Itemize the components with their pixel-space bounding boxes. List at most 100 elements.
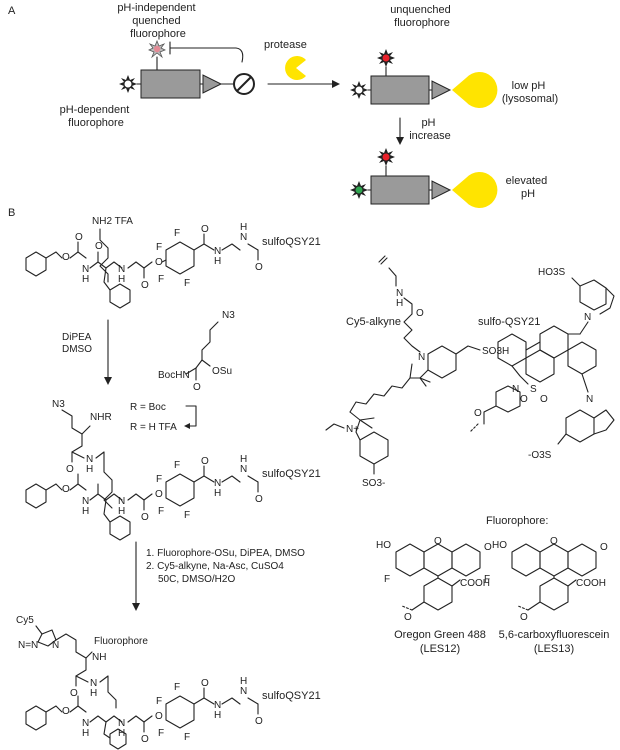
svg-text:N: N <box>240 464 247 475</box>
svg-text:F: F <box>156 242 162 253</box>
svg-text:H: H <box>240 454 247 465</box>
black-starburst-icon <box>119 75 137 93</box>
svg-text:N: N <box>214 478 221 489</box>
reagent-boc-lys-n3-osu: N3 BocHN OSu O <box>158 310 235 393</box>
pacman-icon <box>452 171 498 208</box>
svg-text:O: O <box>416 308 424 319</box>
svg-text:N: N <box>396 288 403 299</box>
svg-text:F: F <box>174 460 180 471</box>
svg-text:H: H <box>82 274 89 285</box>
probe-cleaved-elevated-ph: elevated pH <box>350 148 551 208</box>
n-plus-label: N+ <box>346 424 359 435</box>
svg-text:O: O <box>255 262 263 273</box>
svg-text:BocHN: BocHN <box>158 370 190 381</box>
svg-text:O: O <box>201 224 209 235</box>
svg-text:N: N <box>512 384 519 395</box>
svg-text:O: O <box>193 382 201 393</box>
oregon-green-code: (LES12) <box>420 643 460 655</box>
svg-text:N: N <box>418 352 425 363</box>
probe-triangle <box>202 74 223 94</box>
elevated-ph-label: elevated pH <box>506 175 551 200</box>
svg-text:O: O <box>155 257 163 268</box>
fluorophore-title: Fluorophore: <box>486 515 548 527</box>
svg-text:HO: HO <box>492 540 507 551</box>
svg-text:H: H <box>214 256 221 267</box>
carboxyfluorescein-code: (LES13) <box>534 643 574 655</box>
cy5-alkyne-name: Cy5-alkyne <box>346 316 401 328</box>
azide-label: N3 <box>52 399 65 410</box>
deprotect-arrow <box>185 405 197 427</box>
compound-2: N3 NHR R = Boc R = H TFA O N H O N H N H… <box>25 399 321 541</box>
quencher-label-3: sulfoQSY21 <box>262 690 321 702</box>
panel-b-label: B <box>8 207 15 219</box>
svg-text:H: H <box>82 728 89 739</box>
red-starburst-icon <box>377 49 395 67</box>
probe-intact: pH-independent quenched fluorophore pH-d… <box>60 2 255 129</box>
svg-text:F: F <box>158 506 164 517</box>
svg-text:N: N <box>82 264 89 275</box>
step1-reagents: DiPEA DMSO <box>62 332 94 355</box>
quench-arrow <box>169 47 244 63</box>
svg-text:O: O <box>255 716 263 727</box>
svg-text:N: N <box>118 718 125 729</box>
svg-text:N: N <box>118 264 125 275</box>
r-h-label: R = H TFA <box>130 422 177 433</box>
side-chain-label: NH2 TFA <box>92 216 133 227</box>
svg-text:F: F <box>156 696 162 707</box>
sulfo-qsy21-name: sulfo-QSY21 <box>478 316 540 328</box>
svg-text:N: N <box>240 686 247 697</box>
svg-text:N3: N3 <box>222 310 235 321</box>
svg-text:HO: HO <box>376 540 391 551</box>
svg-text:O: O <box>484 542 492 553</box>
quenched-fluorophore-label: pH-independent quenched fluorophore <box>117 2 198 40</box>
unquenched-fluorophore-label: unquenched fluorophore <box>390 4 454 29</box>
quencher-label-1: sulfoQSY21 <box>262 236 321 248</box>
so3h-label: SO3H <box>482 346 509 357</box>
svg-text:O: O <box>255 494 263 505</box>
svg-text:O: O <box>66 464 74 475</box>
svg-text:F: F <box>174 228 180 239</box>
svg-text:N: N <box>214 700 221 711</box>
svg-text:F: F <box>158 274 164 285</box>
ph-dependent-fluorophore-label: pH-dependent fluorophore <box>60 104 133 129</box>
pink-starburst-icon <box>148 39 166 59</box>
svg-text:N: N <box>82 496 89 507</box>
svg-text:H: H <box>118 274 125 285</box>
protease-pacman-icon <box>285 56 306 80</box>
svg-text:N: N <box>584 312 591 323</box>
svg-text:O: O <box>62 706 70 717</box>
triazole-label: N=N <box>18 640 38 651</box>
svg-text:O: O <box>70 688 78 699</box>
oregon-green-name: Oregon Green 488 <box>394 629 486 641</box>
low-ph-label: low pH (lysosomal) <box>502 80 558 105</box>
quencher-icon <box>233 73 255 95</box>
svg-text:O: O <box>155 711 163 722</box>
carboxyfluorescein-name: 5,6-carboxyfluorescein <box>499 629 610 641</box>
svg-text:O: O <box>474 408 482 419</box>
svg-text:OSu: OSu <box>212 366 232 377</box>
pacman-icon <box>452 72 498 108</box>
compound-1: NH2 TFA O O N H O N H O O F F F F O <box>25 216 321 309</box>
o3s-minus-label: -O3S <box>528 450 552 461</box>
svg-text:O: O <box>201 678 209 689</box>
red-starburst-icon <box>377 148 395 166</box>
svg-text:O: O <box>600 542 608 553</box>
svg-text:O: O <box>75 232 83 243</box>
svg-text:COOH: COOH <box>576 578 606 589</box>
svg-text:H: H <box>240 222 247 233</box>
probe-cleaved-low-ph: unquenched fluorophore low pH (lysosomal… <box>350 4 558 108</box>
svg-text:S: S <box>530 384 537 395</box>
svg-text:N: N <box>82 718 89 729</box>
carboxyfluorescein-structure: HO O O COOH O 5,6-carboxyfluorescein (LE… <box>492 536 609 655</box>
black-starburst-icon <box>350 81 368 99</box>
probe-box <box>140 69 201 99</box>
cy5-alkyne-structure: Cy5-alkyne N H O N SO3H N+ SO3- <box>325 255 509 489</box>
panel-a-label: A <box>8 5 16 17</box>
svg-text:F: F <box>156 474 162 485</box>
oregon-green-488-structure: HO O O F F COOH O Oregon Green 488 (LES1… <box>376 536 492 655</box>
svg-text:N: N <box>214 246 221 257</box>
svg-text:O: O <box>520 394 528 405</box>
svg-text:H: H <box>118 506 125 517</box>
ho3s-label: HO3S <box>538 267 566 278</box>
